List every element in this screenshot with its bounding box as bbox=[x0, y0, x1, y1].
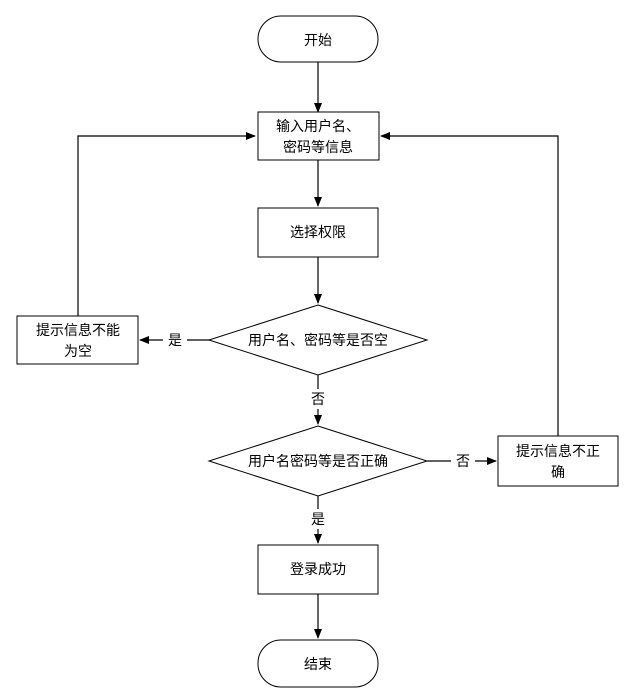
input-process-box bbox=[257, 111, 380, 161]
wrong-tip-node: 提示信息不正 确 bbox=[497, 435, 619, 487]
empty-check-label: 用户名、密码等是否空 bbox=[248, 332, 388, 349]
empty-yes-label-bg bbox=[163, 330, 187, 350]
input-node: 输入用户名、 密码等信息 bbox=[257, 111, 380, 161]
success-node: 登录成功 bbox=[257, 544, 379, 595]
success-process-box bbox=[257, 544, 379, 595]
end-node: 结束 bbox=[257, 639, 379, 688]
input-label-line2: 密码等信息 bbox=[283, 139, 353, 156]
empty-tip-box bbox=[16, 315, 139, 365]
correct-check-node: 用户名密码等是否正确 bbox=[207, 425, 429, 497]
empty-check-node: 用户名、密码等是否空 bbox=[207, 304, 429, 376]
correct-check-decision bbox=[207, 425, 429, 497]
empty-no-label-bg bbox=[306, 389, 330, 409]
input-label-line1: 输入用户名、 bbox=[276, 118, 360, 135]
choose-process-box bbox=[257, 207, 379, 258]
wrong-tip-label-line1: 提示信息不正 bbox=[516, 443, 600, 460]
empty-no-label: 否 bbox=[311, 392, 325, 408]
choose-node: 选择权限 bbox=[257, 207, 379, 258]
correct-check-label: 用户名密码等是否正确 bbox=[248, 453, 388, 470]
empty-tip-node: 提示信息不能 为空 bbox=[16, 315, 139, 365]
correct-yes-label: 是 bbox=[311, 512, 325, 528]
end-label: 结束 bbox=[304, 657, 332, 673]
correct-no-label-bg bbox=[451, 451, 475, 471]
start-label: 开始 bbox=[304, 33, 332, 49]
edge-empty-tip-return bbox=[77, 132, 256, 316]
empty-check-decision bbox=[207, 304, 429, 376]
wrong-tip-label-line2: 确 bbox=[551, 465, 565, 481]
edge-wrong-tip-return bbox=[380, 132, 559, 436]
empty-yes-label: 是 bbox=[168, 333, 182, 349]
start-terminator bbox=[257, 15, 379, 63]
empty-tip-label-line2: 为空 bbox=[64, 344, 92, 360]
choose-label: 选择权限 bbox=[290, 225, 346, 241]
success-label: 登录成功 bbox=[290, 562, 346, 578]
edge-labels: 是 否 否 是 bbox=[163, 330, 475, 529]
end-terminator bbox=[257, 639, 379, 688]
correct-no-label: 否 bbox=[456, 454, 470, 470]
correct-yes-label-bg bbox=[306, 509, 330, 529]
empty-tip-label-line1: 提示信息不能 bbox=[36, 322, 120, 339]
wrong-tip-box bbox=[497, 435, 619, 487]
start-node: 开始 bbox=[257, 15, 379, 63]
